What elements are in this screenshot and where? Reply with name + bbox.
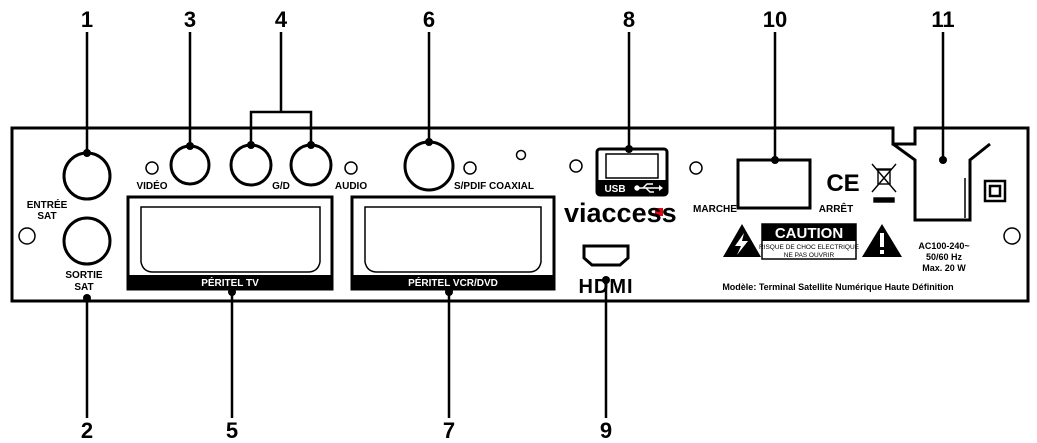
mounting-hole-right: [1003, 227, 1021, 245]
panel-outline: [10, 126, 1030, 303]
callout-9: 9: [600, 418, 612, 443]
caution-line-1: RISQUE DE CHOC ELECTRIQUE: [759, 244, 860, 251]
hdmi-port: [582, 244, 630, 267]
caution-header: [762, 224, 856, 241]
power-rating-line-2: 50/60 Hz: [926, 252, 963, 262]
caution-box: [761, 223, 857, 260]
lnb-out-connector: [62, 216, 112, 266]
label-audio: AUDIO: [335, 181, 367, 192]
brand-logo: viaccess: [564, 198, 677, 228]
callout-8: 8: [623, 7, 635, 32]
callout-6: 6: [423, 7, 435, 32]
label-spdif: S/PDIF COAXIAL: [454, 181, 534, 192]
double-insulation-icon: [983, 179, 1007, 203]
leader-dots: [83, 138, 947, 302]
caution-line-2: NE PAS OUVRIR: [784, 252, 835, 259]
callout-4: 4: [275, 7, 288, 32]
exclamation-warning-icon: [862, 224, 902, 257]
peritel-tv-label-bar: [128, 275, 332, 290]
spdif-led: [463, 161, 477, 175]
label-entree: ENTRÉE: [27, 198, 68, 211]
mounting-hole-left: [18, 227, 36, 245]
audio-led: [344, 161, 358, 175]
label-gd: G/D: [272, 181, 290, 192]
usb-led: [569, 159, 583, 173]
video-rca-connector: [169, 144, 211, 186]
label-peritel-tv: PÉRITEL TV: [201, 276, 259, 289]
label-sortie: SORTIE: [65, 270, 103, 281]
weee-bin-icon: [871, 163, 897, 203]
power-led: [689, 161, 703, 175]
callout-5: 5: [226, 418, 238, 443]
audio-left-rca-connector: [229, 143, 273, 187]
callout-7: 7: [443, 418, 455, 443]
caution-title: CAUTION: [775, 225, 843, 242]
label-usb: USB: [604, 184, 625, 195]
audio-right-rca-connector: [289, 143, 333, 187]
label-entree-sat: SAT: [37, 211, 56, 222]
power-switch: [736, 158, 812, 210]
peritel-vcr-socket: [364, 206, 542, 273]
power-rating-line-1: AC100-240~: [918, 241, 969, 251]
lnb-in-connector: [62, 151, 112, 201]
panel-screw-hole: [515, 149, 527, 161]
callout-3: 3: [184, 7, 196, 32]
label-marche: MARCHE: [693, 204, 737, 215]
label-video: VIDÉO: [136, 179, 167, 192]
power-inlet-housing: [892, 142, 991, 222]
callout-leaders: [85, 32, 945, 418]
peritel-tv-socket: [140, 206, 321, 273]
label-arret: ARRÊT: [819, 202, 853, 215]
callout-11: 11: [931, 7, 954, 32]
callout-10: 10: [763, 7, 787, 32]
label-peritel-vcr: PÉRITEL VCR/DVD: [408, 276, 498, 289]
hdmi-logo: HDMI: [578, 276, 633, 298]
ce-mark: CE: [826, 170, 859, 197]
peritel-vcr-label-bar: [352, 275, 554, 290]
model-label: Modèle: Terminal Satellite Numérique Hau…: [722, 282, 953, 292]
video-led: [145, 161, 159, 175]
power-rating-line-3: Max. 20 W: [922, 263, 966, 273]
brand-dot: [655, 208, 663, 216]
label-sortie-sat: SAT: [74, 282, 93, 293]
high-voltage-warning-icon: [723, 224, 761, 257]
callout-1: 1: [81, 7, 93, 32]
usb-port-socket: [605, 153, 659, 179]
spdif-coaxial-connector: [403, 140, 455, 192]
callout-2: 2: [81, 418, 93, 443]
usb-icon: [634, 183, 663, 193]
